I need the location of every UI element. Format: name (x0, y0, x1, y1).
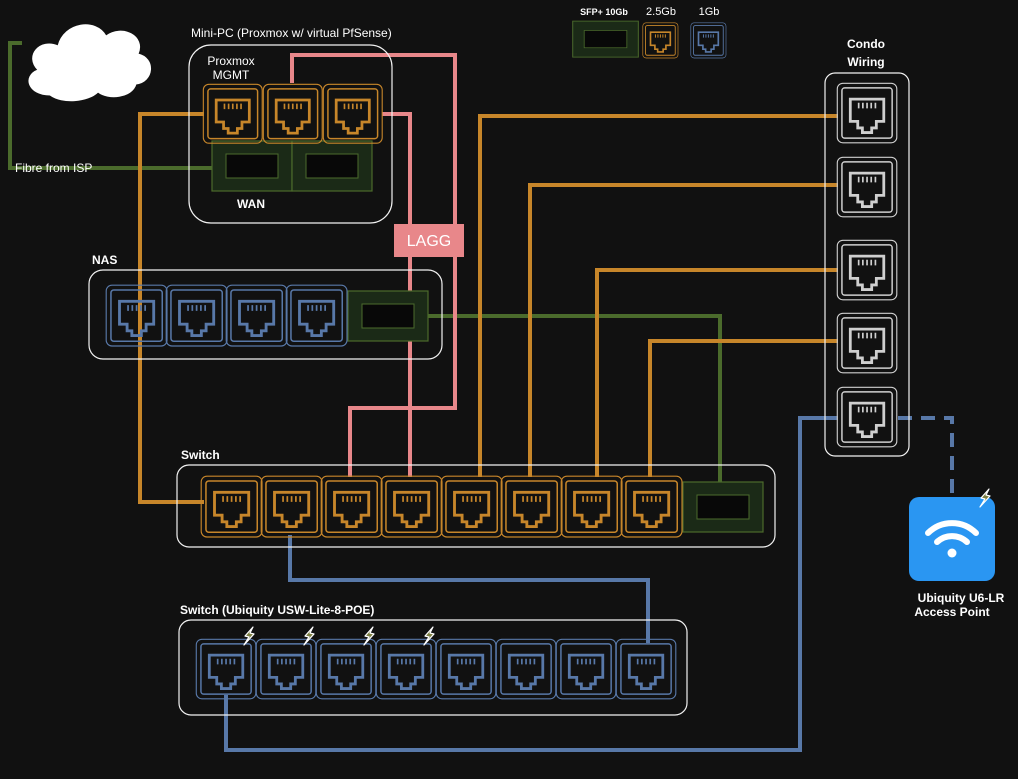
mini-pc-port-3 (321, 82, 384, 145)
switch-poe-title: Switch (Ubiquity USW-Lite-8-POE) (180, 603, 374, 617)
condo-title-1: Condo (847, 37, 885, 51)
mini-pc: Mini-PC (Proxmox w/ virtual PfSense) Pro… (188, 26, 393, 224)
switch-main: Switch (176, 448, 776, 548)
cable-nas-sfp-to-switch-sfp (425, 314, 722, 482)
access-point-label-2: Access Point (914, 605, 989, 619)
switch-poe-port-4 (374, 637, 438, 701)
switch-main-port-1 (199, 474, 264, 539)
switch-main-title: Switch (181, 448, 220, 462)
switch-main-port-7 (559, 474, 624, 539)
switch-poe-port-1-poe-bolt-icon (243, 626, 255, 646)
condo-jack-4 (835, 311, 899, 375)
switch-poe-port-5 (434, 637, 498, 701)
legend: SFP+ 10Gb 2.5Gb 1Gb (572, 6, 727, 59)
mini-pc-panel (188, 44, 393, 224)
legend-25gb-label: 2.5Gb (646, 6, 676, 18)
cable-condo-3 (595, 268, 838, 477)
condo-jack-1 (835, 81, 899, 145)
legend-1gb-port-icon (689, 21, 727, 59)
cable-condo-1 (478, 114, 838, 477)
mini-pc-wan-sfp-port-1 (211, 140, 293, 192)
nas-port-4 (284, 283, 349, 348)
switch-poe-port-4-poe-bolt-icon (423, 626, 435, 646)
nas-sfp-port (347, 290, 429, 342)
access-point-label-1: Ubiquity U6-LR (918, 591, 1005, 605)
switch-poe-port-3-poe-bolt-icon (363, 626, 375, 646)
condo-jack-2 (835, 155, 899, 219)
condo-jack-3 (835, 238, 899, 302)
condo-title-2: Wiring (847, 55, 884, 69)
nas-panel (88, 269, 443, 360)
cable-mgmt-to-switch (138, 112, 204, 504)
cable-fibre-isp (8, 41, 212, 170)
switch-main-port-4 (379, 474, 444, 539)
switch-main-port-5 (439, 474, 504, 539)
switch-poe-port-2-poe-bolt-icon (303, 626, 315, 646)
switch-poe-port-2 (254, 637, 318, 701)
switch-poe-port-1 (194, 637, 258, 701)
switch-main-port-8 (619, 474, 684, 539)
switch-poe-port-3 (314, 637, 378, 701)
switch-main-port-2 (259, 474, 324, 539)
proxmox-mgmt-label-2: MGMT (213, 68, 250, 82)
nas-port-3 (224, 283, 289, 348)
cable-condo-2 (528, 183, 838, 477)
switch-main-sfp-port (682, 481, 764, 533)
nas-title: NAS (92, 253, 117, 267)
cable-condo-to-ap (898, 416, 954, 498)
switch-poe-panel (178, 619, 688, 716)
wifi-icon (925, 520, 979, 558)
condo-jack-5 (835, 385, 899, 449)
switch-poe: Switch (Ubiquity USW-Lite-8-POE) (178, 603, 688, 716)
switch-main-port-6 (499, 474, 564, 539)
mini-pc-port-2 (261, 82, 324, 145)
condo-wiring: Condo Wiring (824, 37, 910, 457)
lagg-label: LAGG (407, 233, 451, 250)
cables (8, 41, 954, 752)
access-point[interactable]: Ubiquity U6-LR Access Point (909, 488, 1005, 619)
switch-poe-port-7 (554, 637, 618, 701)
cable-lagg-2 (382, 112, 412, 477)
switch-poe-port-8 (614, 637, 678, 701)
wan-label: WAN (237, 197, 265, 211)
legend-1gb-label: 1Gb (699, 6, 720, 18)
internet-cloud-icon (28, 24, 151, 102)
cable-switch-to-poe (288, 535, 650, 643)
mini-pc-wan-sfp-port-2 (291, 140, 373, 192)
switch-poe-port-6 (494, 637, 558, 701)
cable-poe-to-condo (224, 416, 838, 752)
cable-condo-4 (648, 339, 838, 477)
lagg-badge: LAGG (394, 224, 464, 257)
mini-pc-port-1 (201, 82, 264, 145)
legend-25gb-port-icon (641, 21, 679, 59)
cable-lagg-1 (290, 53, 457, 477)
legend-sfp-label: SFP+ 10Gb (580, 7, 628, 17)
switch-main-panel (176, 464, 776, 548)
fibre-isp-label: Fibre from ISP (15, 161, 92, 175)
nas-port-1 (104, 283, 169, 348)
condo-panel (824, 72, 910, 457)
switch-main-port-3 (319, 474, 384, 539)
proxmox-mgmt-label-1: Proxmox (207, 54, 254, 68)
nas: NAS (88, 253, 443, 360)
nas-port-2 (164, 283, 229, 348)
mini-pc-title: Mini-PC (Proxmox w/ virtual PfSense) (191, 26, 392, 40)
